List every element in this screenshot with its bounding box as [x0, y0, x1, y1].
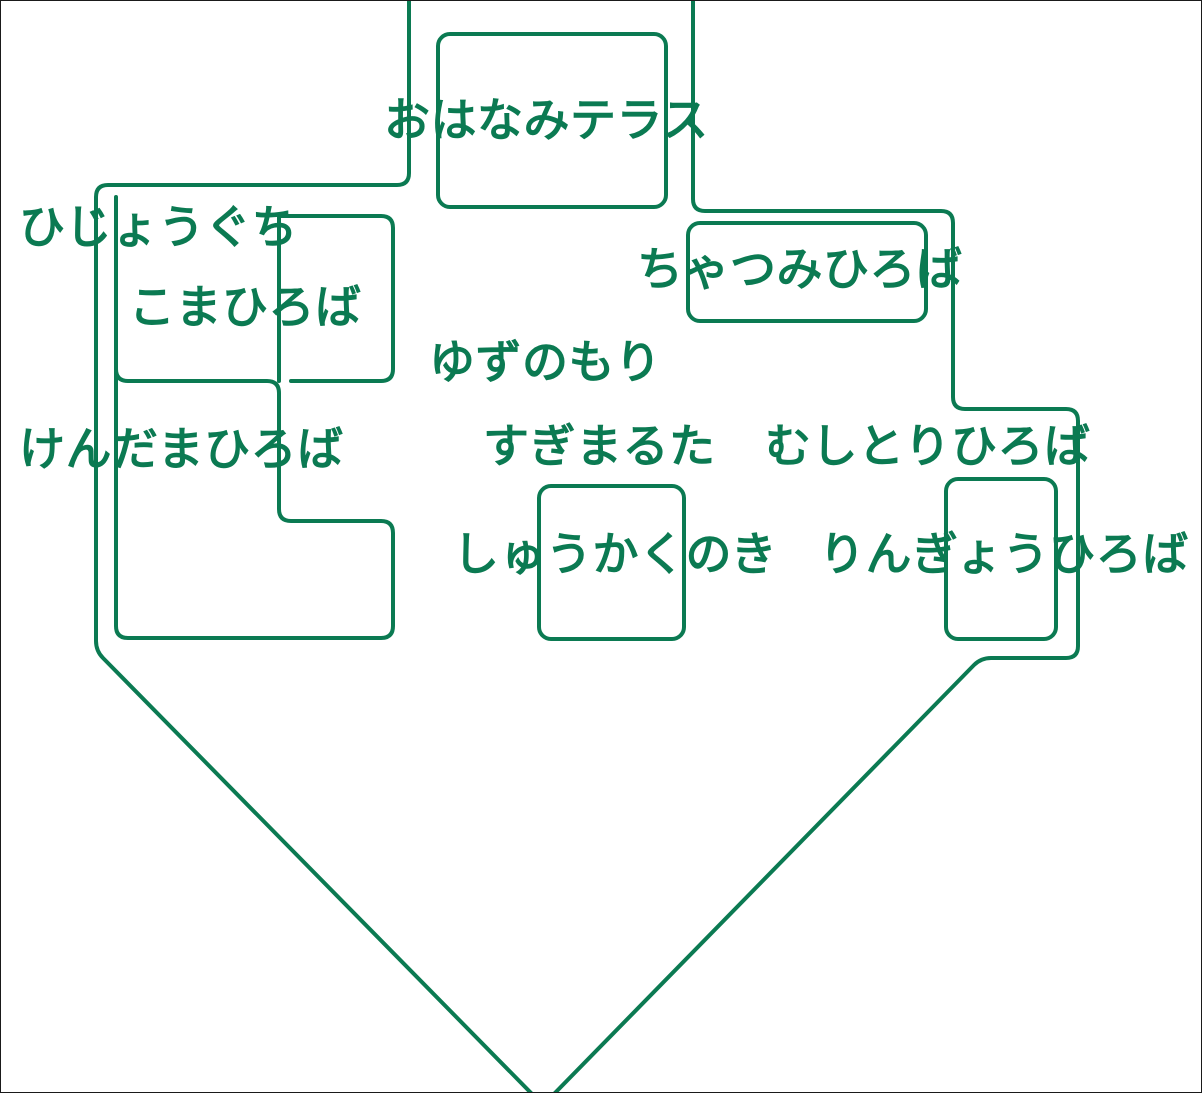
zone-outline-hijouguchi-koma — [114, 195, 395, 640]
zone-outline-chatsumi-hiroba — [686, 221, 928, 323]
zone-label-hijouguchi[interactable]: ひじょうぐち — [19, 200, 298, 254]
park-outer-boundary-right — [553, 1, 1080, 1092]
zone-label-ohanami-terrace[interactable]: おはなみテラス — [384, 93, 709, 147]
zone-outline-ringyou-hiroba — [944, 477, 1058, 641]
zone-label-kendama-hiroba[interactable]: けんだまひろば — [19, 422, 344, 476]
zone-outline-ohanami-terrace — [436, 32, 668, 209]
zone-label-yuzu-no-mori[interactable]: ゆずのもり — [429, 335, 662, 389]
zone-outline-shuukaku-no-ki — [537, 484, 686, 641]
zone-label-koma-hiroba[interactable]: こまひろば — [129, 280, 362, 334]
zone-label-mushitori-hiroba[interactable]: むしとりひろば — [765, 419, 1091, 473]
zone-outline-koma-hiroba — [277, 214, 395, 383]
zone-label-sugimaruta[interactable]: すぎまるた — [483, 419, 716, 473]
zone-label-chatsumi-hiroba[interactable]: ちゃつみひろば — [637, 242, 963, 296]
park-outer-boundary — [94, 1, 533, 1092]
zone-label-shuukaku-no-ki[interactable]: しゅうかくのき — [453, 527, 778, 581]
zone-label-ringyou-hiroba[interactable]: りんぎょうひろば — [819, 527, 1189, 581]
